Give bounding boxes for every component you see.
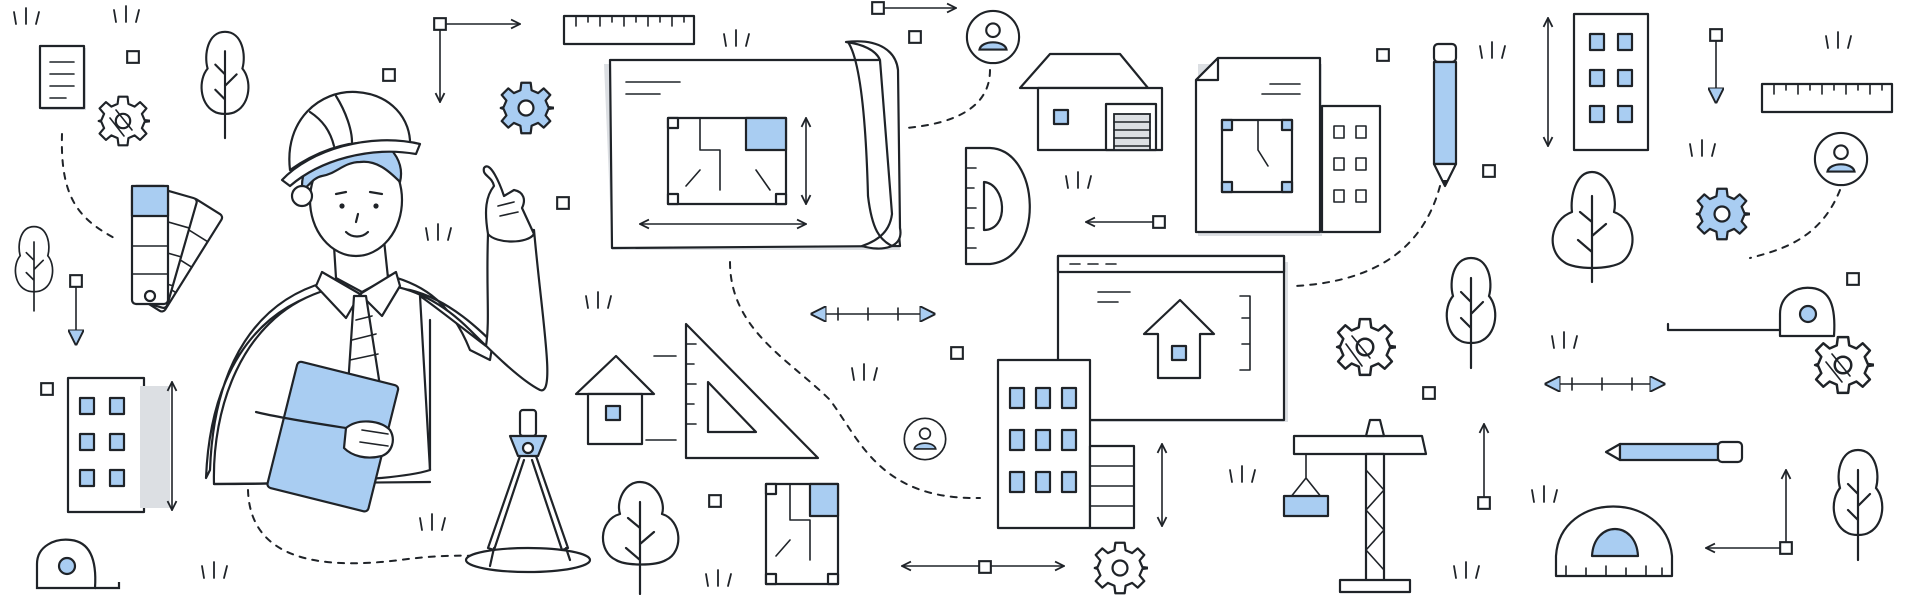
tree-icon — [200, 30, 250, 140]
set-square-icon — [684, 322, 820, 460]
tape-measure-icon — [1666, 286, 1836, 338]
ruler-icon — [1760, 82, 1894, 114]
document-blueprint-icon — [1194, 56, 1382, 236]
tree-icon — [601, 480, 680, 595]
protractor-icon — [1554, 505, 1674, 578]
gear-icon — [1813, 335, 1874, 395]
floor-plan-sheet-icon — [764, 482, 840, 586]
protractor-icon — [964, 146, 1031, 266]
office-building-icon — [996, 358, 1136, 530]
tree-icon — [14, 225, 54, 312]
gear-icon — [1335, 317, 1396, 377]
blueprint-scroll-icon — [604, 40, 902, 250]
arrows — [70, 1, 1793, 574]
pencil-icon — [1432, 42, 1458, 188]
user-avatar-icon — [903, 417, 947, 461]
tower-crane-icon — [1282, 418, 1428, 594]
office-building-icon — [66, 376, 172, 514]
tree-icon — [1832, 448, 1884, 562]
house-icon — [1018, 52, 1164, 152]
tree-icon — [1551, 170, 1634, 284]
office-building-icon — [1548, 12, 1650, 152]
pencil-icon — [1604, 440, 1744, 464]
engineer-character — [204, 90, 549, 513]
document-icon — [38, 44, 86, 110]
color-swatch-fan-icon — [130, 184, 224, 313]
tree-icon — [1445, 256, 1497, 370]
gear-icon — [499, 81, 554, 135]
gear-hatch — [109, 109, 1851, 383]
gear-icon — [1093, 541, 1148, 595]
ruler-icon — [562, 14, 696, 46]
gear-icon — [1695, 187, 1750, 241]
drafting-compass-icon — [464, 408, 592, 574]
house-icon — [574, 354, 677, 446]
browser-window-icon — [1056, 254, 1288, 422]
user-avatar-icon — [965, 9, 1021, 65]
user-avatar-icon — [1813, 131, 1869, 187]
tape-measure-icon — [35, 538, 121, 590]
